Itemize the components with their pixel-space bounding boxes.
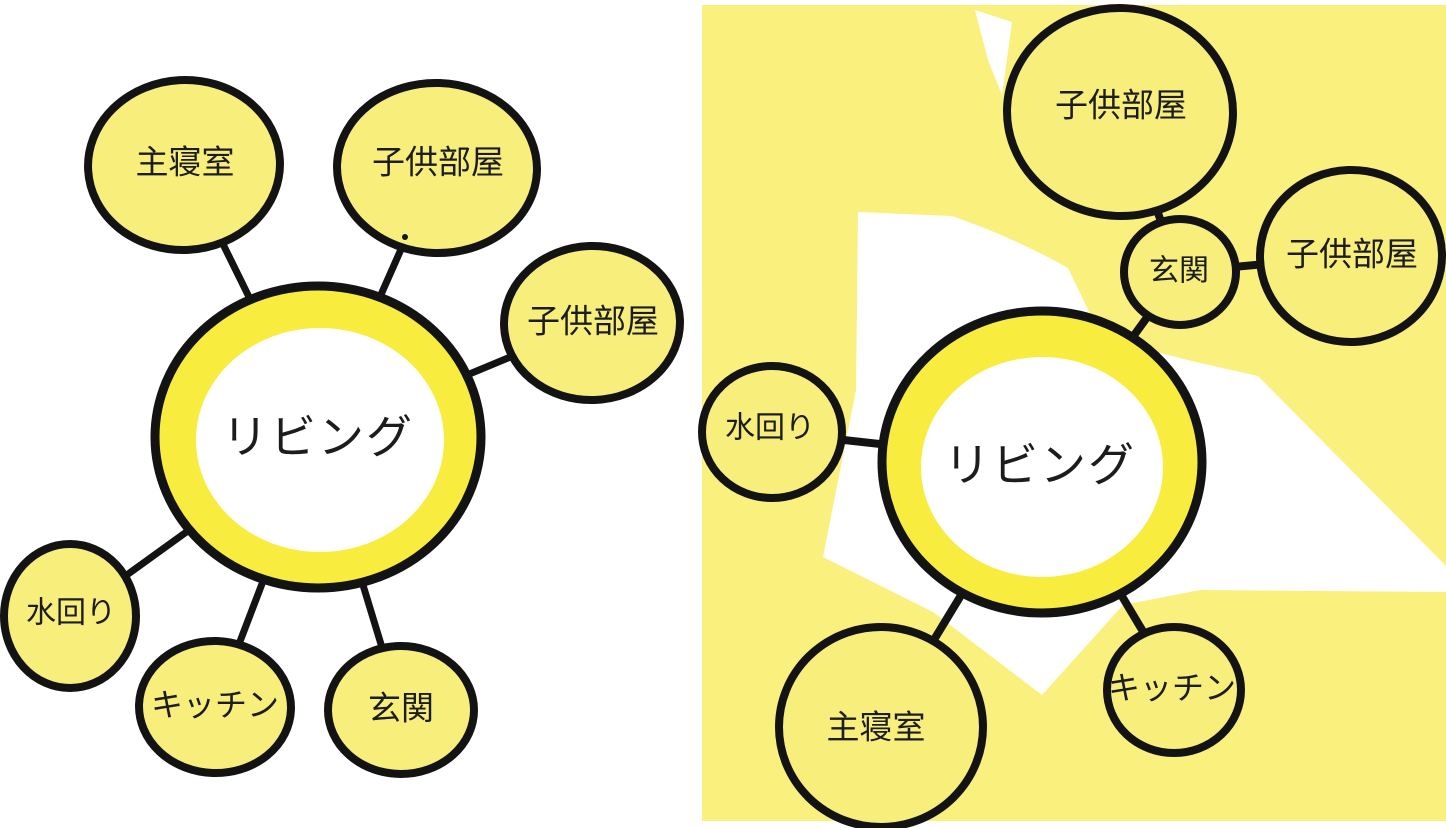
node-master-bedroom: 主寝室 — [84, 75, 284, 255]
node-label-master-bedroom: 主寝室 — [827, 709, 926, 746]
node-entrance: 玄関 — [324, 642, 478, 778]
node-label-kids-room-1: 子供部屋 — [1055, 87, 1187, 124]
stray-pen-dot — [402, 234, 408, 240]
right-panel: リビング 子供部屋 玄関 子供部屋 水回り 主寝室 キッチン — [698, 3, 1446, 828]
node-water-area: 水回り — [698, 362, 846, 502]
node-kids-room-1: 子供部屋 — [1003, 3, 1237, 221]
node-label-master-bedroom: 主寝室 — [136, 144, 235, 181]
node-label-water-area: 水回り — [725, 412, 815, 445]
node-label-kitchen: キッチン — [1108, 670, 1236, 706]
node-label-water-area: 水回り — [26, 597, 116, 630]
bubble-master-bedroom — [84, 75, 284, 255]
bubble-entrance — [1120, 215, 1240, 329]
node-master-bedroom: 主寝室 — [775, 623, 987, 828]
node-living: リビング — [150, 281, 486, 593]
node-kitchen: キッチン — [1103, 623, 1245, 757]
bubble-kids-room-2 — [500, 241, 684, 405]
node-kids-room-2: 子供部屋 — [1256, 165, 1446, 347]
node-water-area: 水回り — [0, 540, 140, 692]
node-label-entrance: 玄関 — [1149, 255, 1209, 288]
node-kids-room-2: 子供部屋 — [500, 241, 684, 405]
living-inner-fill — [921, 357, 1163, 577]
node-label-kitchen: キッチン — [151, 687, 279, 723]
bubble-water-area — [0, 540, 140, 692]
bubble-water-area — [698, 362, 846, 502]
bubble-kitchen — [135, 636, 295, 778]
node-label-kids-room-2: 子供部屋 — [1286, 236, 1418, 273]
white-splash-sliver — [975, 10, 1012, 95]
bubble-kids-room-2 — [1256, 165, 1446, 347]
node-entrance: 玄関 — [1120, 215, 1240, 329]
node-label-kids-room-1: 子供部屋 — [372, 144, 504, 181]
node-living: リビング — [877, 306, 1207, 618]
node-kids-room-1: 子供部屋 — [333, 78, 541, 258]
bubble-kids-room-1 — [1003, 3, 1237, 221]
node-kitchen: キッチン — [135, 636, 295, 778]
node-label-entrance: 玄関 — [368, 690, 434, 727]
bubble-entrance — [324, 642, 478, 778]
node-label-kids-room-2: 子供部屋 — [527, 303, 659, 340]
node-label-living: リビング — [944, 439, 1136, 491]
living-inner-fill — [196, 328, 444, 552]
left-panel: リビング 主寝室 子供部屋 子供部屋 水回り キッチン 玄関 — [0, 75, 684, 778]
bubble-master-bedroom — [775, 623, 987, 828]
bubble-kitchen — [1103, 623, 1245, 757]
bubble-kids-room-1 — [333, 78, 541, 258]
node-label-living: リビング — [222, 411, 414, 463]
